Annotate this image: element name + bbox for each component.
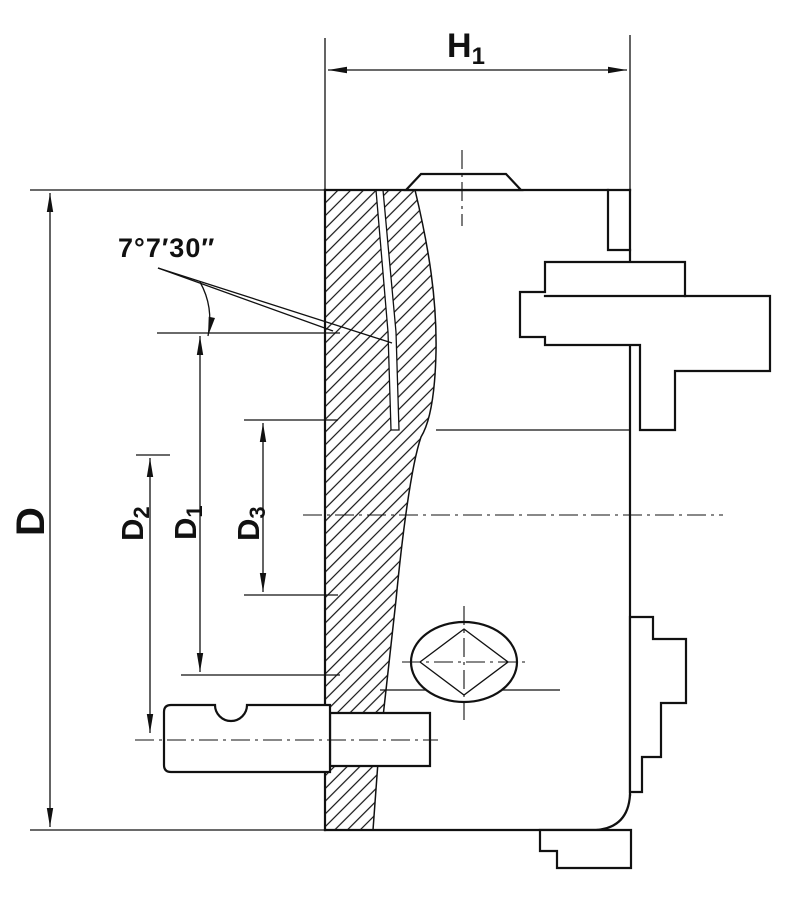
bottom-jaw-outline	[628, 615, 688, 794]
angle-leader-lower	[157, 267, 393, 344]
clamp-foot-outline	[538, 828, 633, 870]
label-d1: D1	[168, 505, 207, 540]
dimension-d1: D1	[157, 332, 340, 676]
sectioned-back-plate	[324, 189, 437, 831]
hatch-area	[324, 189, 437, 831]
plug-body	[162, 703, 332, 774]
key-socket	[402, 606, 528, 720]
dimension-d3: D3	[231, 419, 338, 596]
bottom-jaw	[628, 615, 688, 794]
label-d2: D2	[115, 506, 154, 541]
clamp-foot	[538, 828, 633, 870]
top-right-step	[606, 188, 632, 252]
top-jaw	[518, 260, 772, 432]
top-jaw-outline	[518, 260, 772, 432]
label-angle: 7°7′30″	[118, 233, 215, 263]
label-d: D	[9, 507, 53, 536]
test-plug	[135, 703, 438, 774]
label-d3: D3	[231, 506, 270, 541]
angle-annotation: 7°7′30″	[118, 233, 393, 344]
angle-arc-arrow	[199, 281, 215, 337]
screw-head	[403, 172, 524, 192]
dimension-h1: H1	[324, 27, 631, 190]
dimension-d: D	[9, 189, 325, 831]
angle-leader-upper	[157, 267, 334, 332]
mounting-screw	[403, 150, 524, 226]
label-h1: H1	[447, 27, 485, 70]
dimension-d2: D2	[115, 454, 170, 733]
